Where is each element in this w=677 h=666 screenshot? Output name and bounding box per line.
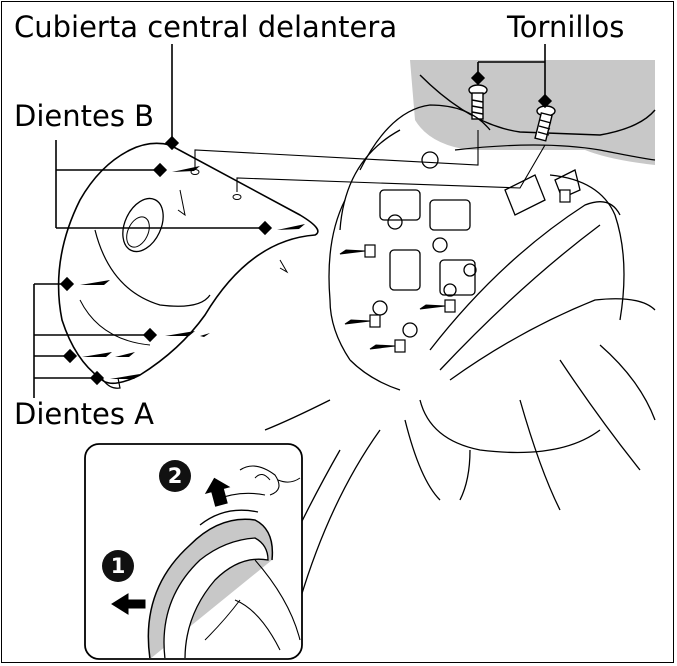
tooth-a-marker-1 [59,276,75,292]
tooth-b-marker-2 [257,220,273,236]
front-center-cover [57,142,319,385]
tooth-a-marker-3 [62,348,78,364]
cover-bottom-tab [99,374,121,389]
teeth-b-arrows [172,166,305,230]
body-clips [364,189,571,353]
teeth-b-leader [55,140,265,229]
teeth-b-label: Dientes B [14,99,155,133]
screws-label: Tornillos [507,10,625,44]
screw-area-background [410,60,655,165]
teeth-a-label: Dientes A [14,397,154,431]
alignment-lines [194,130,546,192]
teeth-a-arrows [80,280,210,379]
cover-hole [122,197,164,253]
step-2-badge: 2 [159,460,191,492]
screw-right-marker [537,93,553,109]
detail-inset-drawing [147,465,301,658]
upper-body-outline [419,74,656,136]
step-1-badge: 1 [102,550,134,582]
cover-inner-contour-2 [79,299,151,346]
tooth-a-marker-2 [142,327,158,343]
body-clip-arrows [339,249,446,350]
cover-screw-holes [190,169,242,200]
screw-left [468,84,488,120]
tooth-a-marker-4 [89,370,105,386]
cover-edge-fold [279,259,289,274]
tooth-b-marker-1 [152,162,168,178]
screws-leader [477,44,546,100]
screw-left-marker [470,70,486,86]
front-center-cover-label: Cubierta central delantera [14,10,398,44]
cover-inner-contour [94,229,211,307]
cover-crease [177,189,186,217]
teeth-a-leader [33,283,150,398]
step-arrows [111,477,231,615]
cover-marker [164,135,180,151]
upper-body-outline-2 [454,144,656,161]
